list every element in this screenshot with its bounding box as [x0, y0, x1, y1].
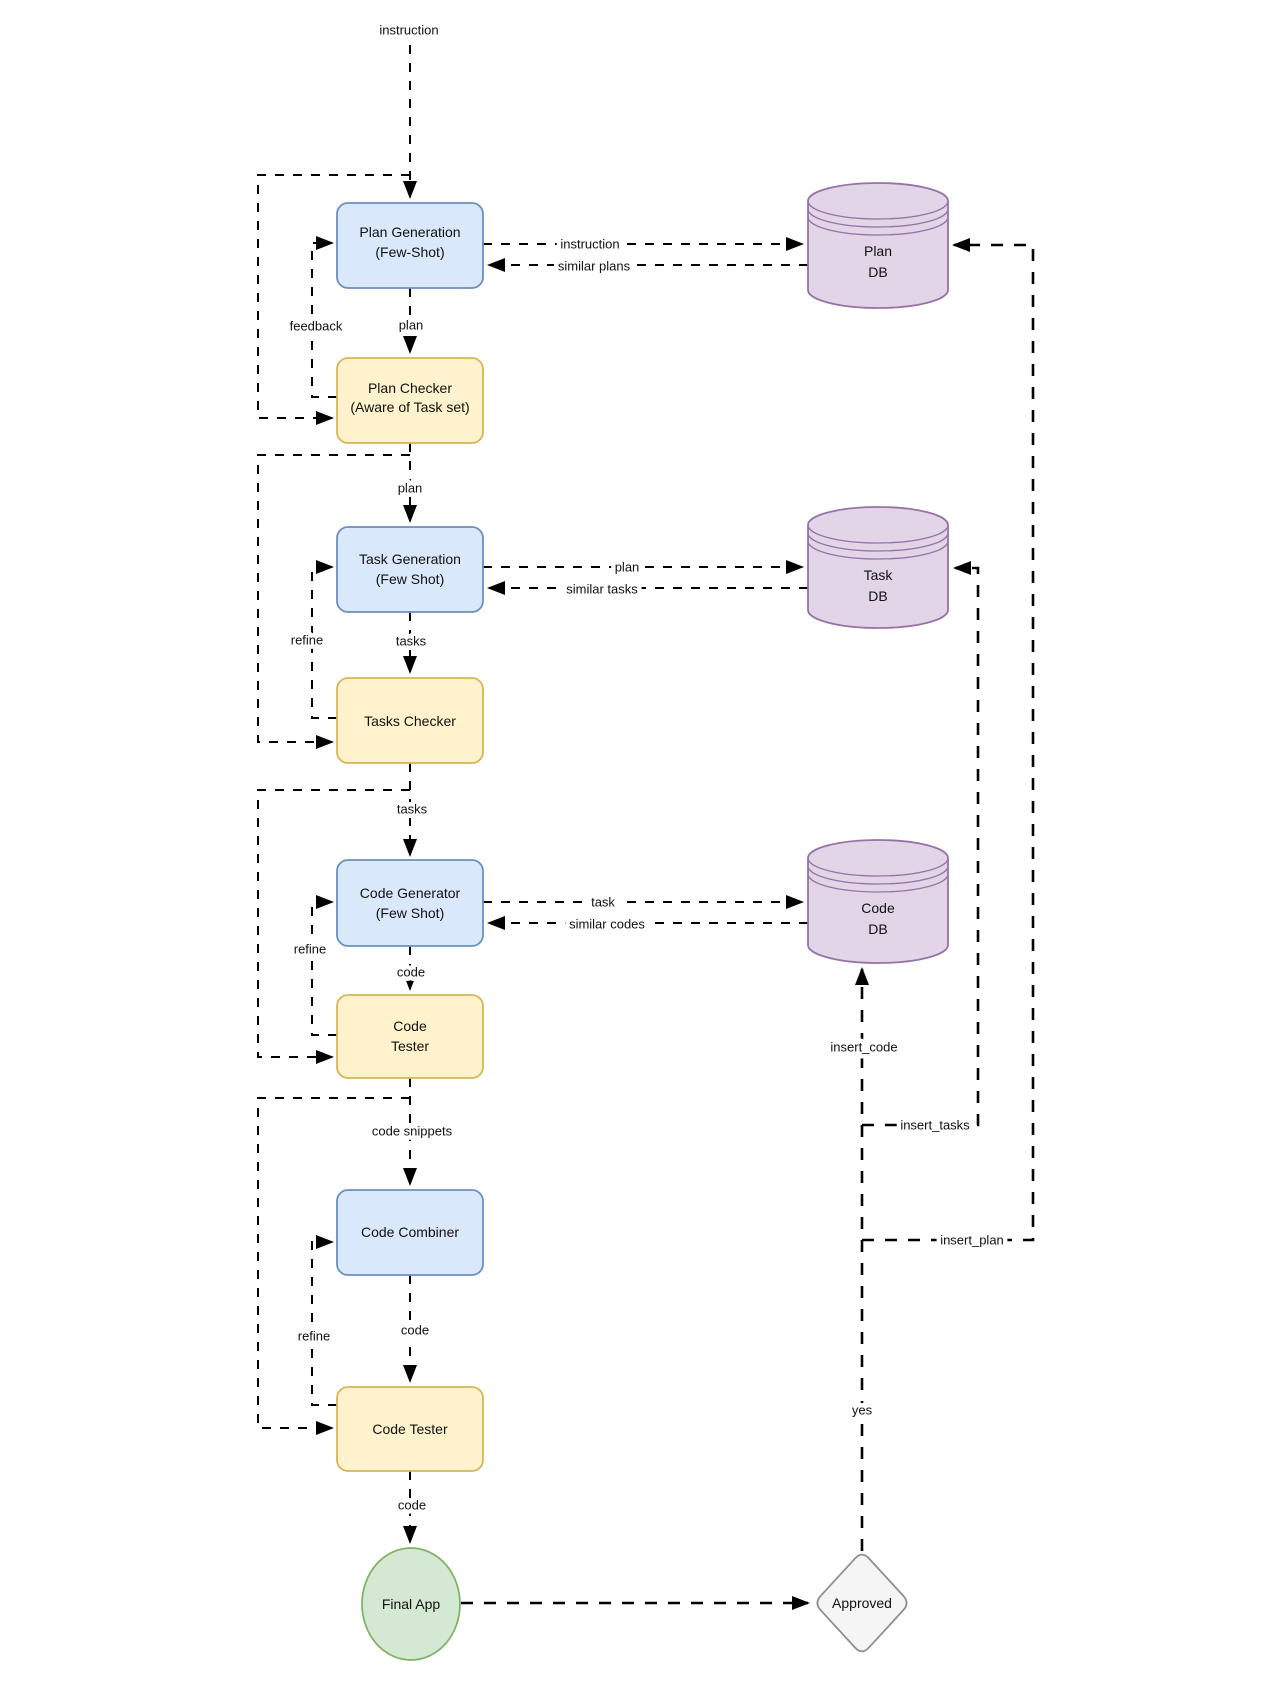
- code-tester-1-label-1: Code: [393, 1018, 427, 1034]
- edge-refine-tasks: [311, 560, 337, 719]
- plan-db-label-1: Plan: [864, 243, 892, 259]
- edge-refine-code: [311, 895, 337, 1036]
- task-db-label-1: Task: [864, 567, 894, 583]
- node-code-generator: Code Generator (Few Shot): [336, 859, 484, 947]
- plan-db-label-2: DB: [868, 264, 887, 280]
- label-task-to-codedb: task: [591, 895, 615, 910]
- code-generator-label-2: (Few Shot): [376, 905, 444, 921]
- plan-generation-label-1: Plan Generation: [359, 224, 460, 240]
- edge-tasks-bypass-loop: [257, 789, 410, 1064]
- plan-generation-box: [336, 202, 484, 289]
- node-plan-generation: Plan Generation (Few-Shot): [336, 202, 484, 289]
- node-code-tester-2: Code Tester: [336, 1386, 484, 1472]
- label-tasks-2: tasks: [397, 802, 428, 817]
- label-refine-code: refine: [294, 942, 327, 957]
- label-instruction-to-plandb: instruction: [560, 237, 619, 252]
- edge-refine-combined: [311, 1235, 337, 1406]
- final-app-label: Final App: [382, 1596, 441, 1612]
- node-code-combiner: Code Combiner: [336, 1189, 484, 1276]
- task-generation-box: [336, 526, 484, 613]
- task-generation-label-2: (Few Shot): [376, 571, 444, 587]
- plan-db-cylinder: [807, 182, 949, 309]
- node-final-app: Final App: [361, 1547, 461, 1661]
- label-similar-tasks: similar tasks: [566, 582, 638, 597]
- edge-snippets-bypass-loop: [257, 1097, 410, 1435]
- label-refine-combined: refine: [298, 1329, 331, 1344]
- code-db-label-1: Code: [861, 900, 895, 916]
- label-code-1: code: [397, 965, 425, 980]
- task-db-label-2: DB: [868, 588, 887, 604]
- label-similar-codes: similar codes: [569, 917, 645, 932]
- code-combiner-label: Code Combiner: [361, 1224, 459, 1240]
- code-tester-2-label: Code Tester: [372, 1421, 448, 1437]
- db-code: Code DB: [807, 839, 949, 964]
- code-tester-1-box: [336, 994, 484, 1079]
- label-insert-code: insert_code: [830, 1040, 897, 1055]
- plan-checker-box: [336, 357, 484, 444]
- label-similar-plans: similar plans: [558, 259, 631, 274]
- label-feedback: feedback: [290, 319, 343, 334]
- code-generator-label-1: Code Generator: [360, 885, 461, 901]
- task-db-rings: [807, 524, 949, 560]
- code-generator-box: [336, 859, 484, 947]
- node-approved: Approved: [816, 1553, 908, 1653]
- label-code-2: code: [401, 1323, 429, 1338]
- plan-generation-label-2: (Few-Shot): [375, 244, 444, 260]
- label-insert-plan: insert_plan: [940, 1233, 1004, 1248]
- label-yes: yes: [852, 1403, 873, 1418]
- node-task-generation: Task Generation (Few Shot): [336, 526, 484, 613]
- label-tasks-1: tasks: [396, 634, 427, 649]
- edge-insert-tasks: [862, 561, 980, 1127]
- label-code-3: code: [398, 1498, 426, 1513]
- edges: [257, 45, 1035, 1610]
- edge-plan-bypass-loop: [257, 454, 410, 749]
- plan-checker-label-1: Plan Checker: [368, 380, 452, 396]
- label-plan-to-taskdb: plan: [615, 560, 640, 575]
- task-generation-label-1: Task Generation: [359, 551, 461, 567]
- label-instruction-top: instruction: [379, 23, 438, 38]
- label-plan-2: plan: [398, 481, 423, 496]
- plan-db-rings: [807, 200, 949, 236]
- db-task: Task DB: [807, 506, 949, 629]
- code-tester-2-box: [336, 1386, 484, 1472]
- label-refine-tasks: refine: [291, 633, 324, 648]
- code-tester-1-label-2: Tester: [391, 1038, 429, 1054]
- task-db-cylinder: [807, 506, 949, 629]
- node-code-tester-1: Code Tester: [336, 994, 484, 1079]
- code-db-cylinder: [807, 839, 949, 964]
- code-db-label-2: DB: [868, 921, 887, 937]
- tasks-checker-box: [336, 677, 484, 764]
- approved-label: Approved: [832, 1595, 892, 1611]
- label-code-snippets: code snippets: [372, 1124, 453, 1139]
- approved-diamond: [816, 1553, 908, 1653]
- tasks-checker-label: Tasks Checker: [364, 713, 456, 729]
- edge-feedback: [311, 236, 337, 398]
- final-app-circle: [361, 1547, 461, 1661]
- label-insert-tasks: insert_tasks: [900, 1118, 970, 1133]
- label-plan-1: plan: [399, 318, 424, 333]
- plan-checker-label-2: (Aware of Task set): [350, 399, 469, 415]
- edge-instruction-bypass-loop: [257, 174, 410, 425]
- node-plan-checker: Plan Checker (Aware of Task set): [336, 357, 484, 444]
- db-plan: Plan DB: [807, 182, 949, 309]
- edge-insert-plan: [862, 238, 1035, 1242]
- node-tasks-checker: Tasks Checker: [336, 677, 484, 764]
- code-combiner-box: [336, 1189, 484, 1276]
- code-db-rings: [807, 857, 949, 893]
